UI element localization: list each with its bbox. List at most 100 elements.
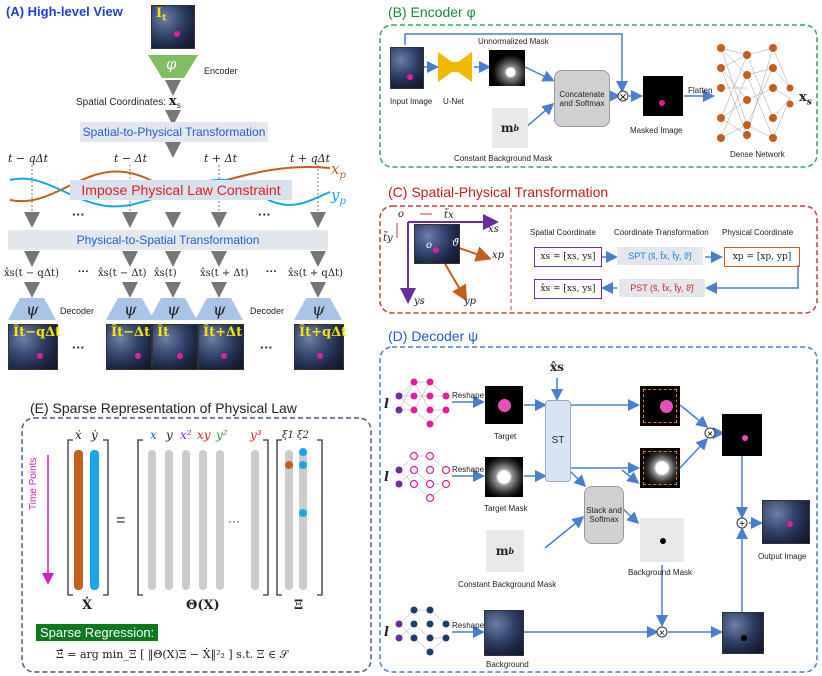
e-lib-y: y	[166, 428, 173, 442]
out-frame-4: Ît+Δt	[198, 324, 244, 370]
d-target-mask	[485, 457, 523, 497]
d-masked-bg	[722, 612, 764, 654]
d-l-3: l	[384, 625, 389, 640]
e-lib-y2: y²	[216, 428, 228, 442]
decoder-net-3	[398, 609, 447, 653]
time-label-3: t + Δt	[204, 152, 237, 165]
b-unnorm-label: Unnormalized Mask	[478, 37, 549, 46]
out-frame-2: Ît−Δt	[106, 324, 152, 370]
e-lib-xy: xy	[197, 428, 211, 442]
s2p-bar: Spatial-to-Physical Transformation	[80, 122, 268, 142]
d-st-target	[640, 386, 680, 426]
e-lib-x: x	[150, 428, 157, 442]
unet-shape	[438, 52, 452, 82]
panel-b-title: (B) Encoder φ	[388, 4, 476, 20]
decoder-label-1: Decoder	[60, 306, 95, 316]
svg-text:×: ×	[707, 429, 713, 440]
decoder-label-2: Decoder	[250, 306, 285, 316]
e-xi1: ξ1	[282, 430, 294, 441]
b-unnorm-mask	[489, 50, 525, 86]
c-pst: PST (s̃, t̃x, t̃y, ϑ̃)	[619, 279, 705, 297]
panel-c-frame	[379, 205, 818, 314]
c-yp-label: yp	[464, 296, 477, 307]
dots-a6: ···	[260, 340, 273, 355]
d-l-2: l	[384, 470, 389, 485]
dots-a5: ···	[72, 340, 85, 355]
d-background	[484, 610, 524, 656]
c-xp-eq: xp = [xp, yp]	[724, 247, 800, 267]
c-theta-label: ϑ̃	[452, 238, 460, 249]
psi-4: ψ	[213, 300, 226, 319]
panel-b-frame	[379, 24, 818, 168]
c-spt: SPT (s̃, t̃x, t̃y, ϑ̃)	[617, 247, 703, 265]
d-output-image	[762, 500, 810, 544]
theta-bars	[148, 450, 259, 590]
phi-encoder-shape	[148, 55, 198, 78]
d-target-label: Target	[494, 432, 517, 441]
b-unet-label: U-Net	[443, 97, 464, 106]
e-ellipsis: ···	[228, 514, 240, 528]
time-label-2: t − Δt	[114, 152, 147, 165]
e-time-points: Time Points	[28, 457, 39, 510]
e-sparse-label: Sparse Regression:	[36, 624, 159, 641]
input-frame: It	[151, 5, 195, 49]
d-output-label: Output Image	[758, 552, 807, 561]
d-stack-box: Stack and Softmax	[584, 486, 624, 544]
dots-a1: ···	[72, 207, 85, 222]
psi-1: ψ	[26, 300, 39, 319]
p2s-bar: Physical-to-Spatial Transformation	[8, 230, 328, 250]
c-ty-label: t̃y	[383, 233, 393, 244]
d-bg-mask-label: Background Mask	[628, 568, 693, 577]
c-o2-label: o	[426, 240, 433, 251]
d-reshape-1: Reshape	[452, 391, 485, 400]
yp-curve-label: yp	[331, 186, 346, 207]
e-lib-x2: x²	[180, 428, 192, 442]
out-coord-5: x̂s(t + qΔt)	[288, 268, 343, 279]
law-bar: Impose Physical Law Constraint	[70, 180, 292, 200]
c-xp-label: xp	[492, 250, 505, 261]
e-equation: Ξ̂ = arg min_Ξ [ ‖Θ(X)Ξ − Ẋ‖²₂ ] s.t. Ξ …	[56, 648, 289, 661]
e-lib-y3: y³	[250, 428, 262, 442]
c-ys-label: ys	[414, 296, 425, 307]
spatial-coords-label: Spatial Coordinates: xs	[76, 94, 181, 110]
panel-e-frame	[21, 417, 372, 673]
b-concat-box: Concatenate and Softmax	[554, 70, 610, 127]
e-Xdot: Ẋ	[82, 598, 93, 613]
e-Xi: Ξ	[294, 598, 304, 613]
e-ydot: ẏ	[91, 428, 98, 442]
d-background-label: Background	[486, 660, 529, 669]
b-dense-label: Dense Network	[730, 150, 785, 159]
panel-c-title: (C) Spatial-Physical Transformation	[388, 184, 609, 200]
d-xs-hat: x̂s	[550, 360, 564, 374]
e-xdot: ẋ	[75, 428, 82, 442]
d-st-mask	[640, 448, 680, 488]
svg-text:×: ×	[619, 92, 627, 103]
e-xi2: ξ2	[297, 430, 309, 441]
d-reshape-2: Reshape	[452, 465, 485, 474]
out-frame-3: Ît	[152, 324, 198, 370]
decoder-net-1	[398, 381, 447, 425]
psi-2: ψ	[124, 300, 137, 319]
svg-text:+: +	[739, 519, 745, 530]
out-coord-2: x̂s(t − Δt)	[98, 268, 147, 279]
dots-a2: ···	[258, 207, 271, 222]
b-masked-image	[643, 76, 683, 116]
dots-a3: ···	[78, 266, 89, 278]
xp-curve-label: xp	[331, 160, 346, 181]
d-masked-target	[722, 414, 762, 456]
psi-3: ψ	[167, 300, 180, 319]
c-tx-label: t̃x	[444, 210, 454, 221]
d-l-1: l	[384, 397, 389, 412]
panel-a-title: (A) High-level View	[6, 4, 123, 19]
b-input-label: Input Image	[390, 97, 433, 106]
svg-text:×: ×	[659, 628, 665, 639]
phi-label: φ	[166, 55, 177, 73]
c-spatial-coord-h: Spatial Coordinate	[530, 228, 596, 237]
out-coord-1: x̂s(t − qΔt)	[4, 268, 59, 279]
c-xs-label: xs	[488, 224, 499, 235]
b-flatten-label: Flatten	[688, 86, 713, 95]
b-const-bg: Constant Background Mask	[454, 154, 553, 163]
c-xs-hat-eq: x̂s = [xs, ys]	[534, 279, 602, 299]
d-bg-mask	[640, 518, 684, 562]
